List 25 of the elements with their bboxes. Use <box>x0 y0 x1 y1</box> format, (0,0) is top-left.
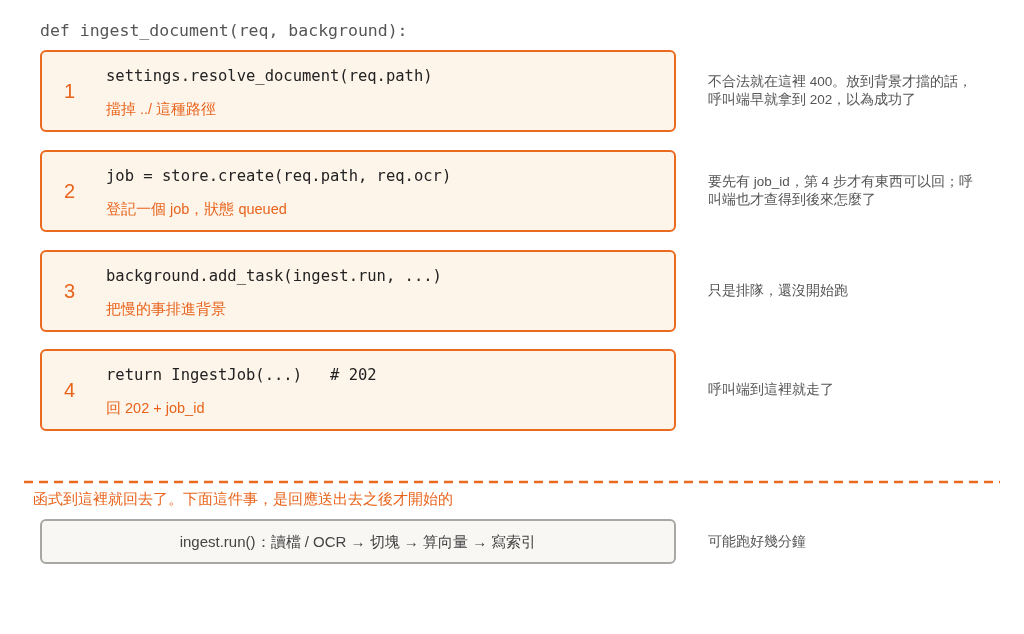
step-number: 3 <box>64 279 76 303</box>
code-line: settings.resolve_document(req.path) <box>106 66 433 86</box>
step-note: 登記一個 job，狀態 queued <box>106 200 287 219</box>
step-box <box>40 349 676 431</box>
step-number: 2 <box>64 179 76 203</box>
task-box <box>40 519 676 564</box>
side-note: 只是排隊，還沒開始跑 <box>708 282 849 300</box>
code-line: job = store.create(req.path, req.ocr) <box>106 166 452 186</box>
function-signature: def ingest_document(req, background): <box>40 20 408 42</box>
step-box <box>40 150 676 232</box>
step-note: 回 202 + job_id <box>106 399 205 418</box>
step-note: 擋掉 ../ 這種路徑 <box>106 100 217 119</box>
task-text: ingest.run()：讀檔 / OCR → 切塊 → 算向量 → 寫索引 <box>179 531 537 552</box>
side-note: 不合法就在這裡 400。放到背景才擋的話，呼叫端早就拿到 202，以為成功了 <box>708 73 974 109</box>
step-number: 1 <box>64 79 76 103</box>
side-note: 要先有 job_id，第 4 步才有東西可以回；呼叫端也才查得到後來怎麼了 <box>708 173 974 209</box>
step-box <box>40 250 676 332</box>
code-line: return IngestJob(...) # 202 <box>106 365 377 385</box>
side-note: 可能跑好幾分鐘 <box>708 532 807 551</box>
step-number: 4 <box>64 378 76 402</box>
side-note: 呼叫端到這裡就走了 <box>708 381 835 399</box>
step-note: 把慢的事排進背景 <box>106 300 226 319</box>
step-box <box>40 50 676 132</box>
code-line: background.add_task(ingest.run, ...) <box>106 266 442 286</box>
divider-note: 函式到這裡就回去了。下面這件事，是回應送出去之後才開始的 <box>33 490 453 509</box>
